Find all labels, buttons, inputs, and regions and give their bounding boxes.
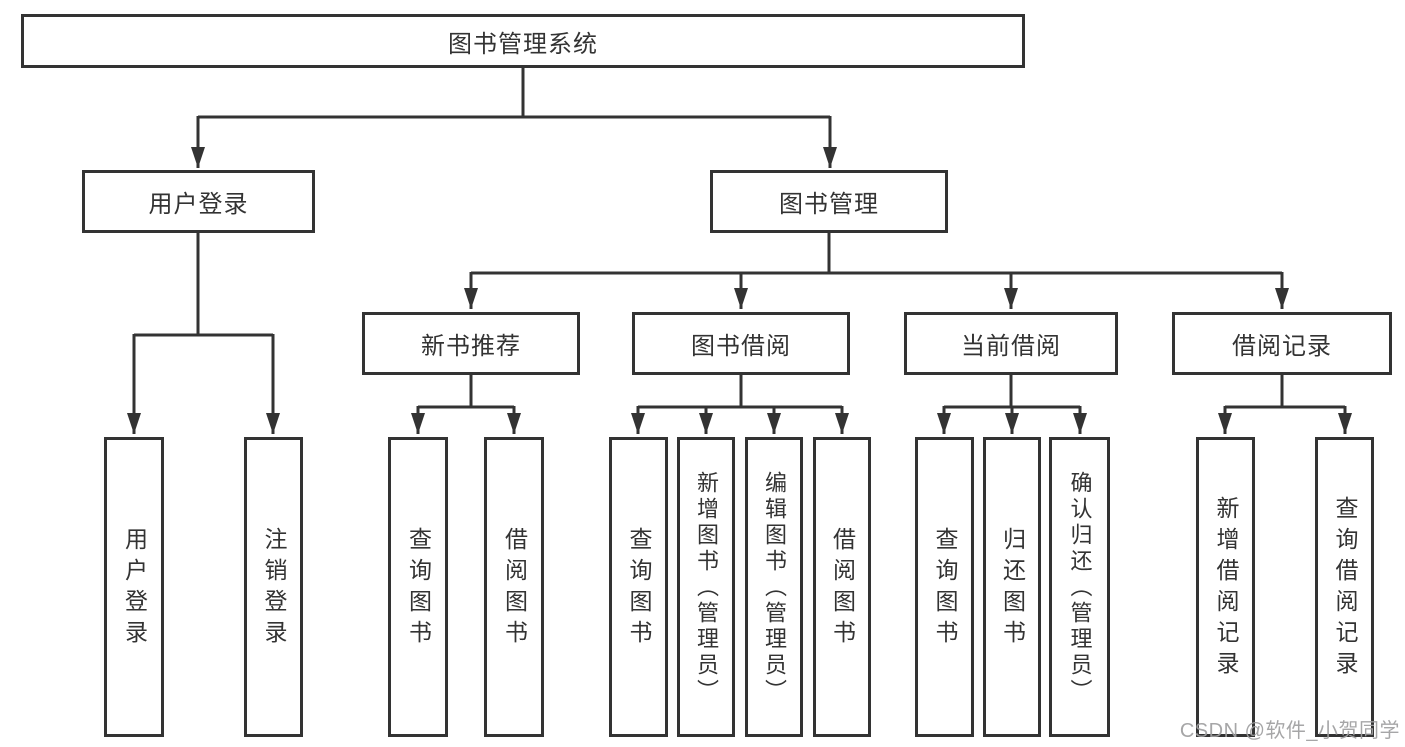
leaf-confirm-return-admin: 确认归还（管理员） [1049, 437, 1110, 737]
node-user-login: 用户登录 [82, 170, 315, 233]
leaf-query-borrow-record: 查询借阅记录 [1315, 437, 1374, 737]
node-book-borrowing: 图书借阅 [632, 312, 850, 375]
leaf-user-login: 用户登录 [104, 437, 164, 737]
leaf-borrow-books-borrow: 借阅图书 [813, 437, 871, 737]
leaf-edit-books-admin: 编辑图书（管理员） [745, 437, 803, 737]
leaf-logout: 注销登录 [244, 437, 303, 737]
connector-group [127, 68, 1352, 434]
node-system-root: 图书管理系统 [21, 14, 1025, 68]
node-new-book-recommendation: 新书推荐 [362, 312, 580, 375]
leaf-query-books-newbooks: 查询图书 [388, 437, 448, 737]
leaf-query-books-current: 查询图书 [915, 437, 974, 737]
node-current-borrowing: 当前借阅 [904, 312, 1118, 375]
leaf-return-books: 归还图书 [983, 437, 1041, 737]
node-book-management: 图书管理 [710, 170, 948, 233]
node-borrowing-records: 借阅记录 [1172, 312, 1392, 375]
leaf-add-books-admin: 新增图书（管理员） [677, 437, 735, 737]
leaf-query-books-borrow: 查询图书 [609, 437, 668, 737]
leaf-borrow-books-newbooks: 借阅图书 [484, 437, 544, 737]
watermark: CSDN @软件_小贺同学 [1179, 720, 1400, 742]
leaf-add-borrow-record: 新增借阅记录 [1196, 437, 1255, 737]
